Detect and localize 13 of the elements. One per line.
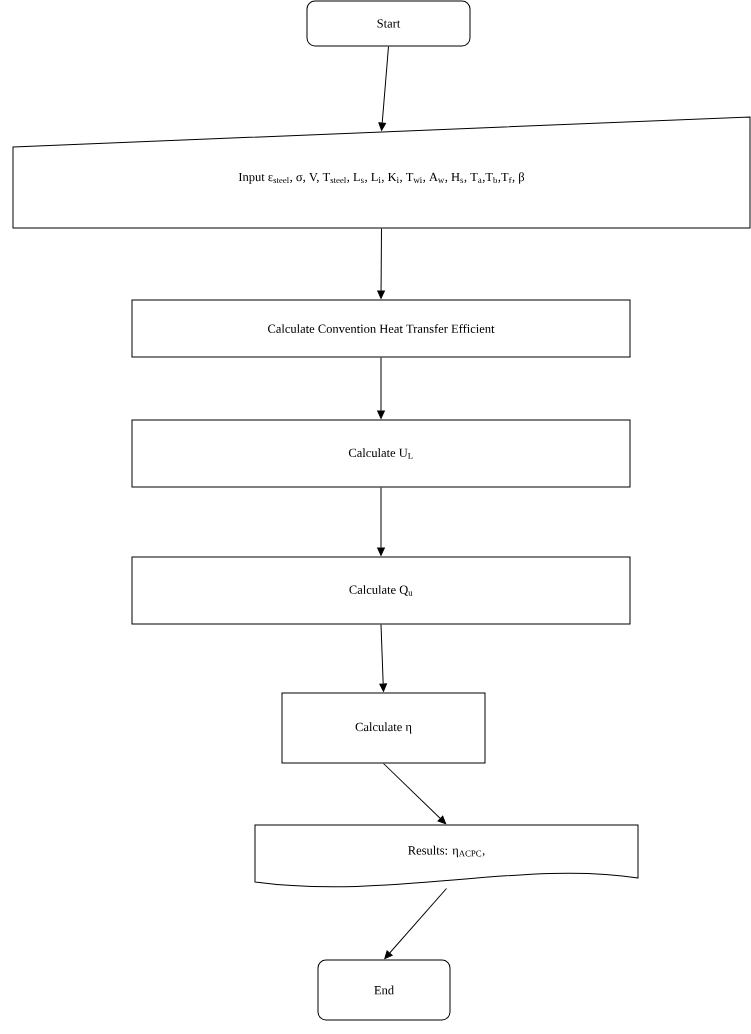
arrow [383,763,447,825]
arrow [384,888,447,960]
arrow [377,487,385,556]
arrow [377,228,385,299]
terminal-box: End [317,959,451,1021]
arrow [377,357,385,419]
arrow [378,46,389,131]
process-box: Calculate η [281,692,486,764]
process-box: Calculate U$_{L}$ [131,419,631,488]
process-box: Calculate Q$_{u}$ [131,556,631,625]
process-box: Calculate Convention Heat Transfer Efficient [131,299,631,358]
arrow [379,624,388,692]
terminal-box: Start [306,0,471,47]
